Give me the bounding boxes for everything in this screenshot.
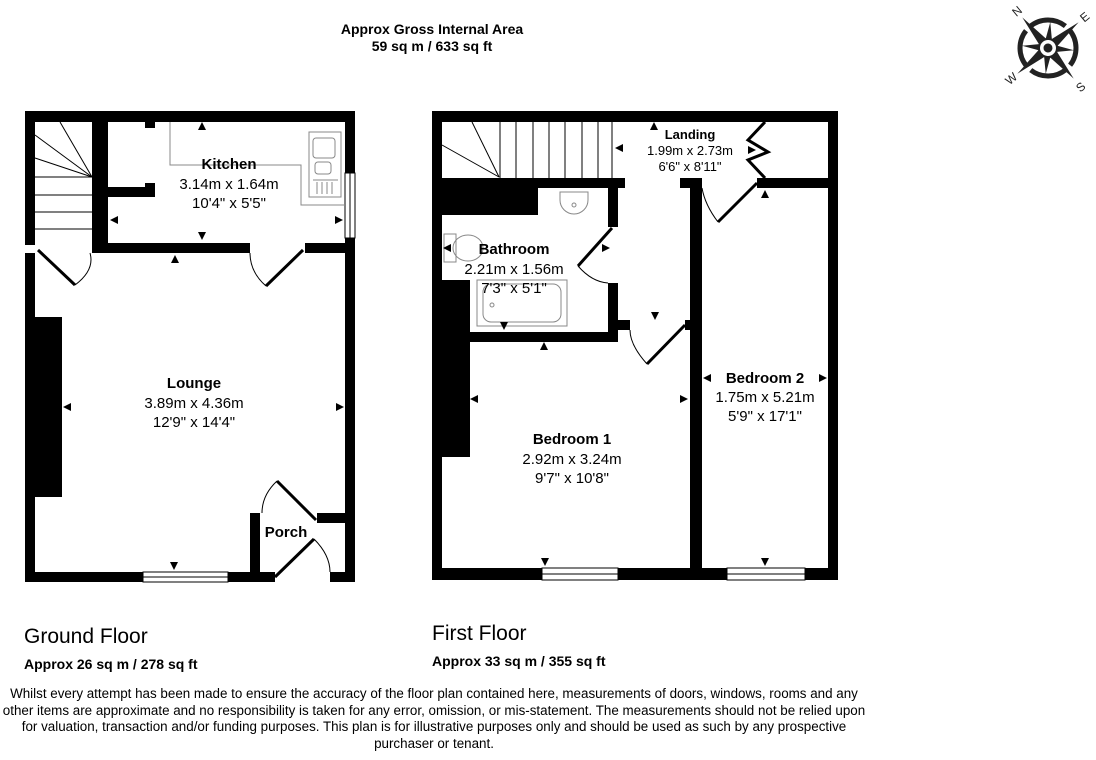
- room-metric-bedroom-1: 2.92m x 3.24m: [522, 451, 621, 468]
- room-metric-kitchen: 3.14m x 1.64m: [179, 176, 278, 193]
- compass-e: E: [1077, 9, 1092, 25]
- kitchen-window: [344, 172, 356, 239]
- first-floor-area: Approx 33 sq m / 355 sq ft: [432, 653, 606, 669]
- ground-floor-area: Approx 26 sq m / 278 sq ft: [24, 656, 198, 672]
- room-name-landing: Landing: [665, 127, 716, 142]
- room-name-lounge: Lounge: [167, 375, 221, 392]
- staircase: [441, 121, 613, 178]
- room-metric-bathroom: 2.21m x 1.56m: [464, 261, 563, 278]
- compass-s: S: [1073, 79, 1088, 95]
- gross-area-title: Approx Gross Internal Area: [341, 21, 524, 37]
- room-imperial-bedroom-1: 9'7" x 10'8": [535, 470, 609, 487]
- compass-rose-icon: N E S W: [1002, 3, 1092, 95]
- disclaimer: Whilst every attempt has been made to en…: [2, 686, 866, 751]
- room-name-porch: Porch: [265, 524, 308, 541]
- room-imperial-bathroom: 7'3" x 5'1": [481, 280, 547, 297]
- room-imperial-kitchen: 10'4" x 5'5": [192, 195, 266, 212]
- dimension-arrows: [63, 122, 344, 570]
- gross-area-value: 59 sq m / 633 sq ft: [372, 38, 493, 54]
- dimension-arrows: [443, 122, 827, 566]
- door: [576, 120, 772, 366]
- room-metric-lounge: 3.89m x 4.36m: [144, 395, 243, 412]
- room-name-bedroom-1: Bedroom 1: [533, 431, 611, 448]
- window: [142, 571, 229, 583]
- first-floor-plan: [432, 111, 838, 581]
- ground-floor-label: Ground Floor: [24, 625, 148, 648]
- first-floor-label: First Floor: [432, 622, 527, 645]
- compass-n: N: [1009, 3, 1025, 19]
- room-imperial-lounge: 12'9" x 14'4": [153, 414, 235, 431]
- window: [726, 567, 806, 581]
- room-name-bathroom: Bathroom: [479, 241, 550, 258]
- room-imperial-bedroom-2: 5'9" x 17'1": [728, 408, 802, 425]
- room-name-bedroom-2: Bedroom 2: [726, 370, 804, 387]
- compass-w: W: [1002, 69, 1020, 87]
- kitchen-sink: [169, 122, 345, 206]
- staircase: [34, 121, 93, 230]
- ground-floor-plan: [25, 111, 356, 583]
- room-imperial-landing: 6'6" x 8'11": [658, 159, 721, 174]
- door: [36, 248, 331, 579]
- room-metric-bedroom-2: 1.75m x 5.21m: [715, 389, 814, 406]
- room-metric-landing: 1.99m x 2.73m: [647, 143, 733, 158]
- window: [541, 567, 619, 581]
- room-name-kitchen: Kitchen: [201, 156, 256, 173]
